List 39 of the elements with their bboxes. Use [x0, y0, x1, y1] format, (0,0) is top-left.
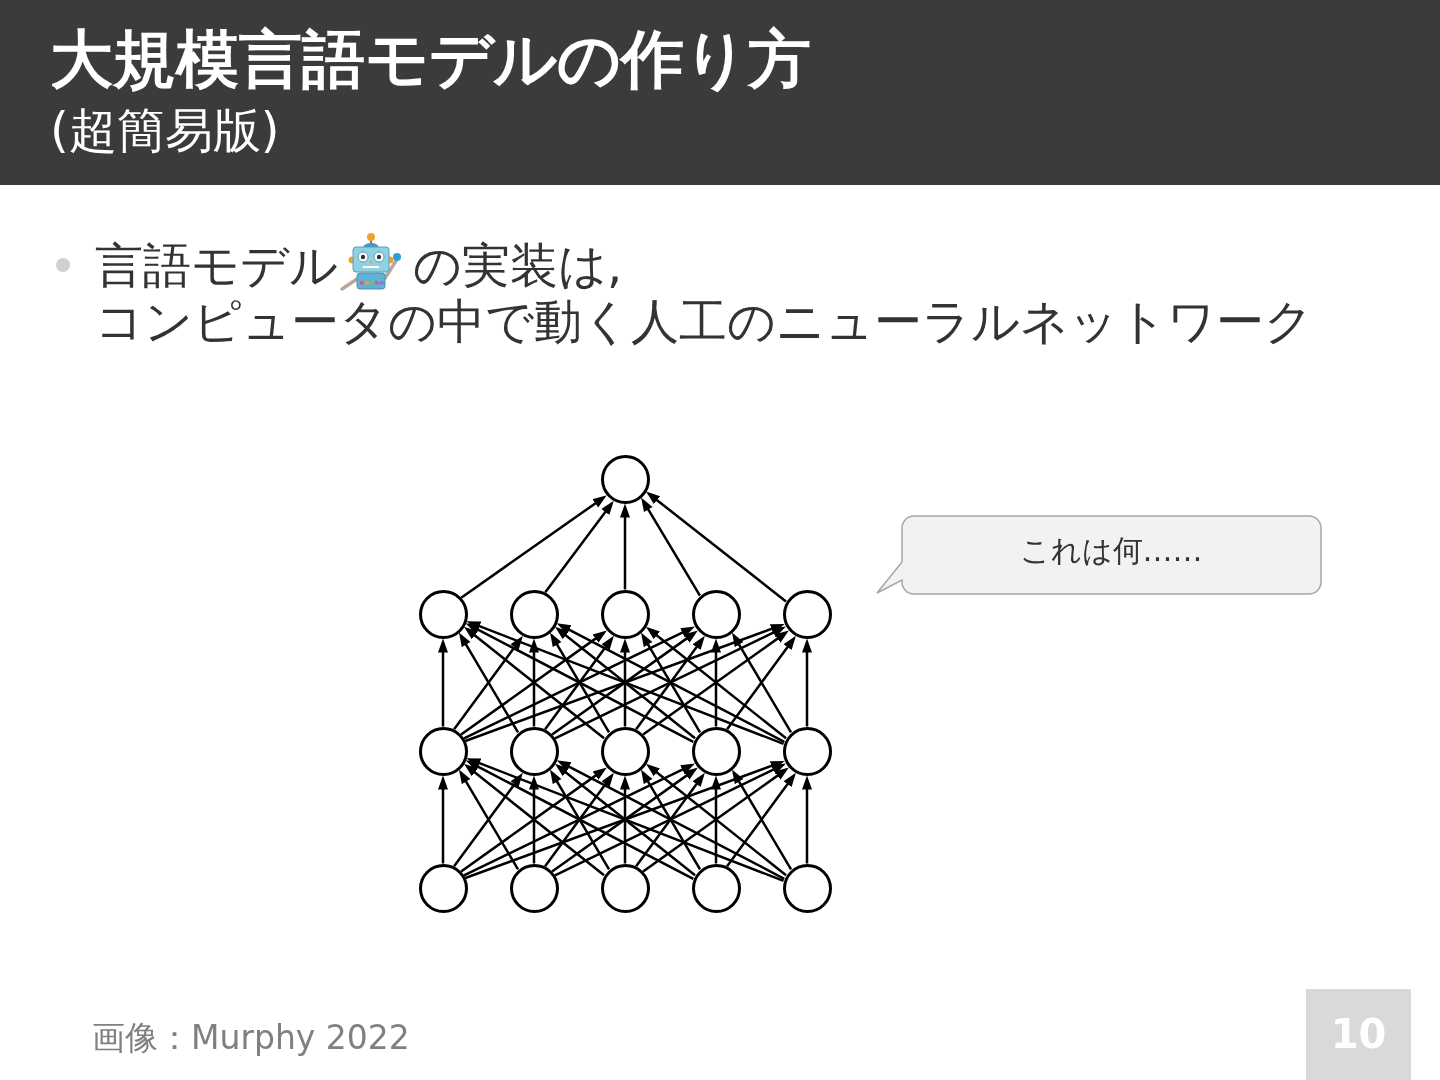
- neuron-circle: [509, 863, 559, 913]
- slide-title: 大規模言語モデルの作り方: [50, 23, 811, 97]
- arrow: [645, 490, 787, 603]
- neuron-circle: [691, 863, 741, 913]
- arrow: [620, 503, 630, 590]
- neuron-circle: [418, 863, 468, 913]
- neuron-circle: [691, 726, 741, 776]
- arrow: [529, 638, 539, 727]
- arrow: [460, 494, 608, 599]
- arrow: [438, 638, 448, 727]
- arrow: [802, 638, 812, 727]
- bullet-text: コンピュータの中で動く人工のニューラルネットワーク: [95, 293, 1313, 351]
- arrow: [711, 775, 721, 864]
- neuron-circle: [782, 726, 832, 776]
- bullet-text: の実装は,: [413, 236, 623, 294]
- bubble-text: これは何……: [1018, 532, 1204, 570]
- neuron-circle: [691, 589, 741, 639]
- neuron-circle: [600, 454, 650, 504]
- arrow: [711, 638, 721, 727]
- arrow: [640, 496, 701, 597]
- arrow: [544, 500, 615, 593]
- neuron-circle: [509, 726, 559, 776]
- arrow: [802, 775, 812, 864]
- slide-subtitle: (超簡易版): [50, 102, 280, 158]
- arrow: [620, 638, 630, 727]
- arrow: [438, 775, 448, 864]
- neuron-circle: [782, 589, 832, 639]
- image-credit: 画像：Murphy 2022: [92, 1017, 410, 1059]
- neuron-circle: [782, 863, 832, 913]
- neuron-circle: [600, 589, 650, 639]
- bullet-text: 言語モデル: [95, 236, 338, 294]
- neuron-circle: [600, 863, 650, 913]
- speech-bubble: [875, 514, 1323, 596]
- arrow: [529, 775, 539, 864]
- neuron-circle: [509, 589, 559, 639]
- neuron-circle: [418, 589, 468, 639]
- neuron-circle: [418, 726, 468, 776]
- neuron-circle: [600, 726, 650, 776]
- arrow: [620, 775, 630, 864]
